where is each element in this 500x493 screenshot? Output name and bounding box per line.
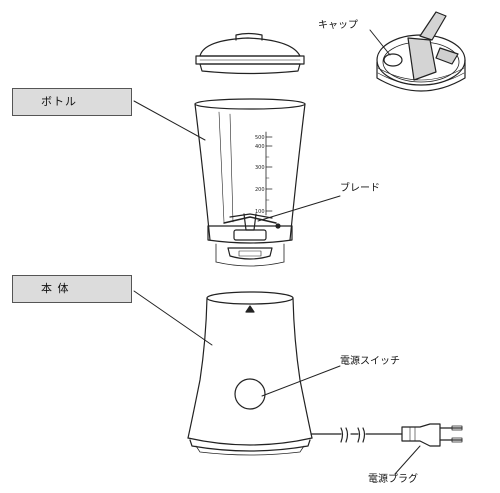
scale-300: 300	[255, 165, 265, 171]
body-label-box: 本 体	[12, 275, 132, 303]
scale-500: 500	[255, 135, 265, 141]
power-switch-label: 電源スイッチ	[340, 356, 400, 367]
power-cord-illustration	[310, 423, 463, 447]
blade-illustration	[215, 213, 285, 267]
power-switch-illustration	[234, 378, 266, 410]
lid-illustration	[195, 32, 305, 75]
main-unit-illustration	[187, 291, 313, 456]
cap-label: キャップ	[318, 20, 358, 31]
power-plug-label: 電源プラグ	[368, 474, 418, 485]
blade-label: ブレード	[340, 183, 380, 194]
cap-detail-illustration	[376, 11, 466, 92]
bottle-scale-labels: 500 400 300 200 100	[255, 135, 265, 215]
bottle-label-box: ボトル	[12, 88, 132, 116]
bottle-illustration	[194, 98, 306, 244]
scale-400: 400	[255, 144, 265, 150]
leader-lines	[133, 29, 421, 475]
scale-200: 200	[255, 187, 265, 193]
scale-100: 100	[255, 209, 265, 215]
